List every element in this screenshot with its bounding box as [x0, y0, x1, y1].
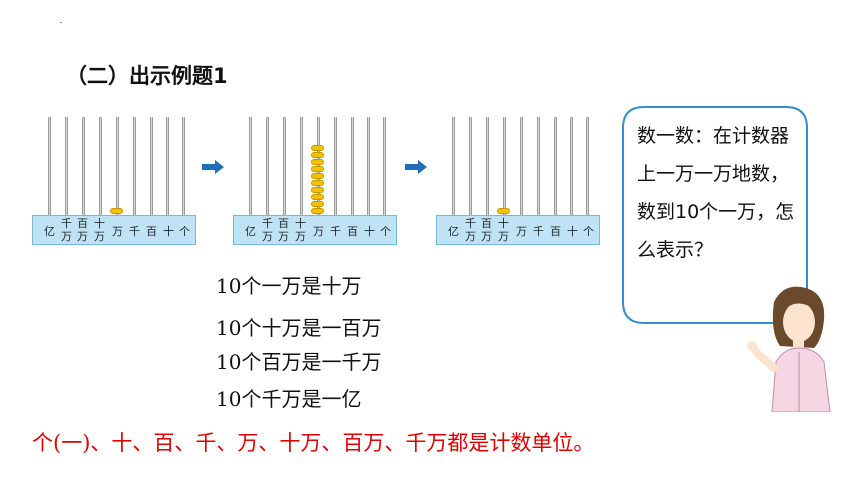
label-bai-top: 百: [77, 217, 88, 230]
label-shi-top: 十: [94, 217, 105, 230]
place-value-base: 亿 千 万 百 万 十 万 万 千 百 十 个: [32, 215, 196, 245]
rod-baiwan: [283, 117, 286, 215]
label-qian: 千: [129, 225, 140, 238]
label-bai-top: 百: [278, 217, 289, 230]
label-wan-under-bai: 万: [278, 230, 289, 243]
rod-bai: [351, 117, 354, 215]
rod-yi: [249, 117, 252, 215]
rod-ge: [586, 117, 589, 215]
label-wan-under-shi: 万: [295, 230, 306, 243]
rod-wan: [116, 117, 119, 215]
bubble-text: 数一数：在计数器上一万一万地数，数到10个一万，怎么表示？: [637, 125, 795, 261]
place-value-base: 亿 千 万 百 万 十 万 万 千 百 十 个: [233, 215, 397, 245]
label-wan-under-shi: 万: [498, 230, 509, 243]
rod-ge: [182, 117, 185, 215]
label-bai-top: 百: [481, 217, 492, 230]
rod-shiwan: [99, 117, 102, 215]
label-yi: 亿: [245, 225, 256, 238]
rod-wan: [520, 117, 523, 215]
bead: [311, 145, 324, 151]
label-wan-under-bai: 万: [77, 230, 88, 243]
label-ge: 个: [583, 225, 594, 238]
label-wan-under-qian: 万: [465, 230, 476, 243]
bead: [311, 173, 324, 179]
rod-baiwan: [82, 117, 85, 215]
rod-yi: [452, 117, 455, 215]
rod-shi: [570, 117, 573, 215]
rod-qian: [537, 117, 540, 215]
equation-1: 10个一万是十万: [216, 274, 362, 298]
label-wan: 万: [516, 225, 527, 238]
arrow-right-icon: [202, 160, 224, 174]
label-wan: 万: [112, 225, 123, 238]
bead: [311, 208, 324, 214]
label-bai: 百: [347, 225, 358, 238]
rod-qian: [334, 117, 337, 215]
label-qian: 千: [533, 225, 544, 238]
rod-qian: [133, 117, 136, 215]
label-wan: 万: [313, 225, 324, 238]
place-value-base: 亿 千 万 百 万 十 万 万 千 百 十 个: [436, 215, 600, 245]
label-shi-top: 十: [498, 217, 509, 230]
rod-shi: [367, 117, 370, 215]
label-bai: 百: [146, 225, 157, 238]
label-bai: 百: [550, 225, 561, 238]
label-wan-under-qian: 万: [61, 230, 72, 243]
teacher-illustration: [747, 286, 831, 412]
rod-ge: [383, 117, 386, 215]
label-qian-top: 千: [262, 217, 273, 230]
label-shi-top: 十: [295, 217, 306, 230]
bead: [497, 208, 510, 214]
equation-2: 10个十万是一百万: [216, 316, 382, 340]
equation-3: 10个百万是一千万: [216, 350, 382, 374]
rod-baiwan: [486, 117, 489, 215]
arrow-right-icon: [405, 160, 427, 174]
bead: [110, 208, 123, 214]
rod-yi: [48, 117, 51, 215]
label-qian-top: 千: [465, 217, 476, 230]
label-ge: 个: [380, 225, 391, 238]
label-yi: 亿: [44, 225, 55, 238]
rod-shi: [166, 117, 169, 215]
label-qian: 千: [330, 225, 341, 238]
label-ge: 个: [179, 225, 190, 238]
bead: [311, 187, 324, 193]
bead: [311, 194, 324, 200]
label-yi: 亿: [448, 225, 459, 238]
rod-bai: [554, 117, 557, 215]
label-shi: 十: [163, 225, 174, 238]
rod-shiwan: [503, 117, 506, 215]
rod-qianwan: [65, 117, 68, 215]
slide-title: （二）出示例题1: [66, 64, 228, 88]
bead: [311, 201, 324, 207]
label-wan-under-bai: 万: [481, 230, 492, 243]
label-wan-under-qian: 万: [262, 230, 273, 243]
rod-qianwan: [469, 117, 472, 215]
rod-qianwan: [266, 117, 269, 215]
slide-mark: [60, 22, 62, 23]
label-shi: 十: [364, 225, 375, 238]
rod-shiwan: [300, 117, 303, 215]
bead: [311, 152, 324, 158]
label-shi: 十: [567, 225, 578, 238]
rod-bai: [150, 117, 153, 215]
bead: [311, 159, 324, 165]
abacus-3: 亿 千 万 百 万 十 万 万 千 百 十 个: [436, 117, 600, 245]
abacus-2: 亿 千 万 百 万 十 万 万 千 百 十 个: [233, 117, 397, 245]
bead: [311, 180, 324, 186]
equation-4: 10个千万是一亿: [216, 387, 362, 411]
abacus-1: 亿 千 万 百 万 十 万 万 千 百 十 个: [32, 117, 196, 245]
label-wan-under-shi: 万: [94, 230, 105, 243]
bead: [311, 166, 324, 172]
label-qian-top: 千: [61, 217, 72, 230]
summary-statement: 个(一)、十、百、千、万、十万、百万、千万都是计数单位。: [32, 431, 595, 455]
